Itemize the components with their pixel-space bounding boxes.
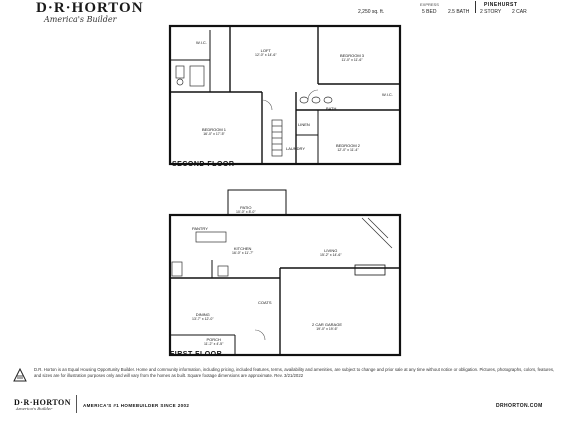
room-pantry: PANTRY xyxy=(192,226,208,231)
plan-code: EXPRESS xyxy=(420,2,439,7)
room-linen: LINEN xyxy=(298,122,310,127)
website-link[interactable]: DRHORTON.COM xyxy=(496,403,543,409)
second-floor-label: SECOND FLOOR xyxy=(172,161,235,168)
footer-divider xyxy=(76,395,77,413)
footer-brand-logo: D·R·HORTON xyxy=(14,398,72,407)
spec-beds: 5 BED xyxy=(422,9,437,15)
legal-disclaimer: D.R. Horton is an Equal Housing Opportun… xyxy=(34,367,555,378)
first-floor-outline xyxy=(168,213,402,357)
spec-garage: 2 CAR xyxy=(512,9,527,15)
brand-logo: D·R·HORTON xyxy=(36,0,144,16)
first-floor-label: FIRST FLOOR xyxy=(170,351,223,358)
brand-tagline: America's Builder xyxy=(44,15,117,24)
room-laundry: LAUNDRY xyxy=(286,146,306,151)
footer-tagline: America's Builder xyxy=(16,406,53,411)
second-floor-outline xyxy=(168,24,402,166)
plan-name: PINEHURST xyxy=(484,2,518,8)
room-coats: COATS xyxy=(258,300,272,305)
footer-slogan: AMERICA'S #1 HOMEBUILDER SINCE 2002 xyxy=(83,403,190,408)
room-bath: BATH xyxy=(326,106,337,111)
header-divider xyxy=(475,1,476,13)
spec-baths: 2.5 BATH xyxy=(448,9,470,15)
spec-stories: 2 STORY xyxy=(480,9,502,15)
room-wic-2: W.I.C. xyxy=(382,92,393,97)
spec-sqft: 2,250 sq. ft. xyxy=(358,9,385,15)
equal-housing-icon xyxy=(13,367,27,382)
room-wic-master: W.I.C. xyxy=(196,40,207,45)
